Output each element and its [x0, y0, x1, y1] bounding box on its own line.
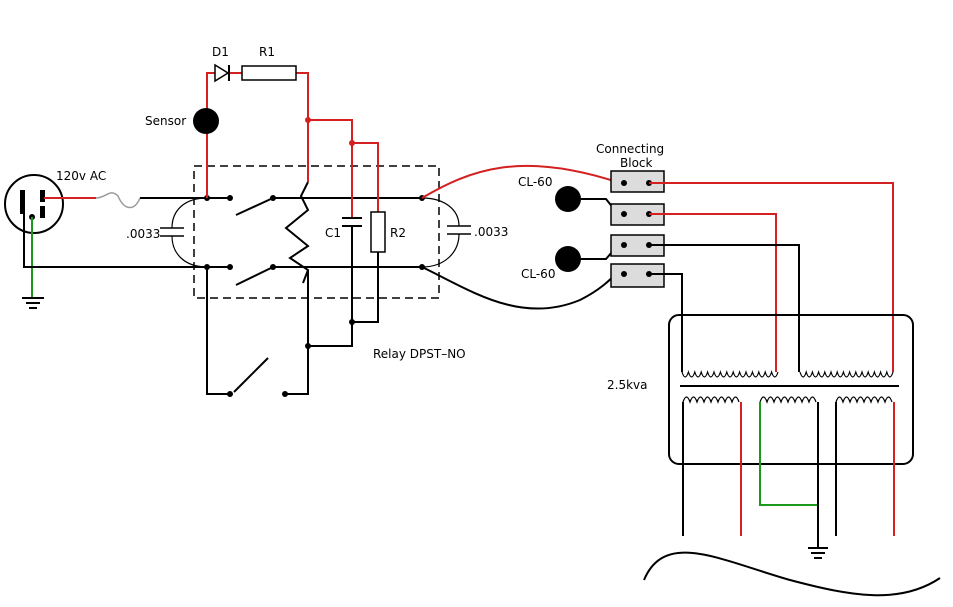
relay-out-hot: [421, 164, 621, 199]
block-out-4: [649, 273, 683, 372]
cl60-thermistors: [555, 186, 619, 272]
label-cl60-top: CL-60: [518, 175, 552, 189]
transformer: [668, 314, 914, 465]
label-r1: R1: [259, 45, 275, 59]
cap-left: [160, 197, 208, 268]
label-c1: C1: [325, 226, 341, 240]
label-cl60-bottom: CL-60: [521, 267, 555, 281]
neutral-wire: [23, 214, 207, 268]
label-relay: Relay DPST–NO: [373, 347, 466, 361]
label-r2: R2: [390, 226, 406, 240]
label-d1: D1: [212, 45, 229, 59]
relay-contacts: [204, 195, 422, 286]
relay-coil: [284, 181, 310, 284]
capacitor-c1: [342, 217, 362, 322]
sensor-circuit: [193, 72, 379, 218]
transformer-outputs: [682, 402, 895, 548]
label-block: Block: [620, 156, 653, 170]
relay-enclosure: [193, 165, 440, 299]
output-ground-symbol: [808, 547, 828, 559]
bypass-switch: [206, 267, 309, 397]
diode-d1: [214, 63, 230, 83]
block-out-2: [649, 213, 777, 372]
resistor-r2: [305, 211, 386, 349]
connecting-block: [610, 170, 665, 288]
bottom-curve: [643, 551, 941, 597]
resistor-r1: [241, 65, 297, 81]
outlet-ground-symbol: [22, 217, 44, 309]
ac-outlet: [4, 174, 64, 234]
label-sensor: Sensor: [145, 114, 186, 128]
label-cap-right: .0033: [474, 225, 508, 239]
cap-right: [419, 195, 471, 270]
label-supply: 120v AC: [56, 169, 106, 183]
block-out-1: [649, 182, 894, 372]
label-cap-left: .0033: [126, 227, 160, 241]
relay-out-neutral: [421, 266, 621, 310]
fuse-symbol: [95, 192, 141, 209]
block-out-3: [649, 244, 800, 372]
label-connecting: Connecting: [596, 142, 664, 156]
label-transformer: 2.5kva: [607, 378, 648, 392]
